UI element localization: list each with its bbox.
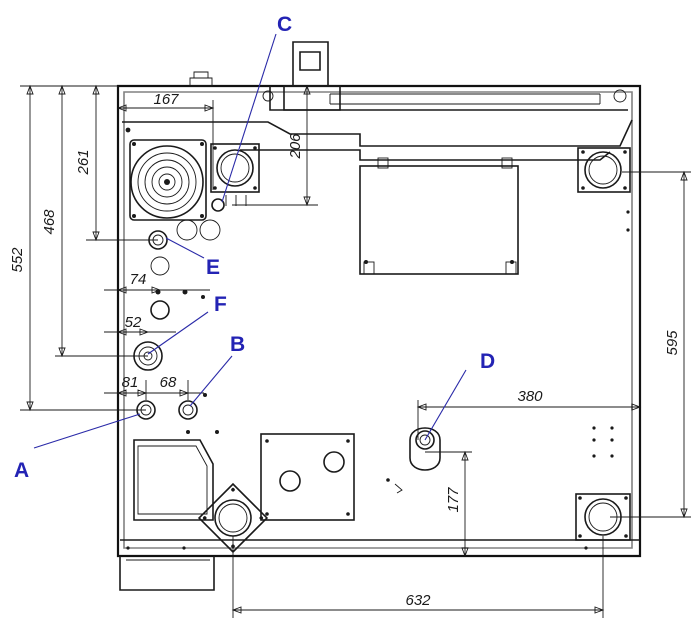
right-dimensions bbox=[231, 170, 691, 618]
label-d: D bbox=[480, 350, 495, 373]
label-a: A bbox=[14, 459, 29, 482]
dim-74: 74 bbox=[130, 271, 147, 288]
dim-632: 632 bbox=[405, 592, 431, 609]
dim-380: 380 bbox=[517, 388, 543, 405]
dim-595: 595 bbox=[664, 330, 681, 356]
dim-167: 167 bbox=[153, 91, 179, 108]
dim-52: 52 bbox=[125, 314, 142, 331]
dim-68: 68 bbox=[160, 374, 177, 391]
label-e: E bbox=[206, 256, 220, 279]
unit-body bbox=[116, 84, 642, 591]
left-holes bbox=[133, 230, 219, 434]
top-handle bbox=[189, 41, 627, 111]
center-plate bbox=[359, 157, 519, 275]
small-dimensions bbox=[104, 286, 210, 400]
dim-177: 177 bbox=[445, 487, 462, 513]
port-d bbox=[386, 427, 441, 494]
leader-lines bbox=[33, 33, 467, 449]
label-c: C bbox=[277, 13, 292, 36]
fan bbox=[125, 127, 207, 221]
port-c bbox=[176, 143, 260, 241]
dim-206: 206 bbox=[287, 133, 304, 160]
small-holes bbox=[126, 210, 630, 550]
lower-left-cutout bbox=[133, 439, 214, 521]
lower-middle-plate bbox=[260, 433, 355, 521]
dim-552: 552 bbox=[9, 247, 26, 273]
left-dimensions bbox=[20, 84, 158, 412]
top-dimensions bbox=[116, 84, 318, 207]
dim-81: 81 bbox=[122, 374, 139, 391]
dim-468: 468 bbox=[41, 209, 58, 235]
label-f: F bbox=[214, 293, 227, 316]
dim-261: 261 bbox=[75, 149, 92, 175]
upper-right-flange bbox=[577, 147, 631, 193]
label-b: B bbox=[230, 333, 245, 356]
